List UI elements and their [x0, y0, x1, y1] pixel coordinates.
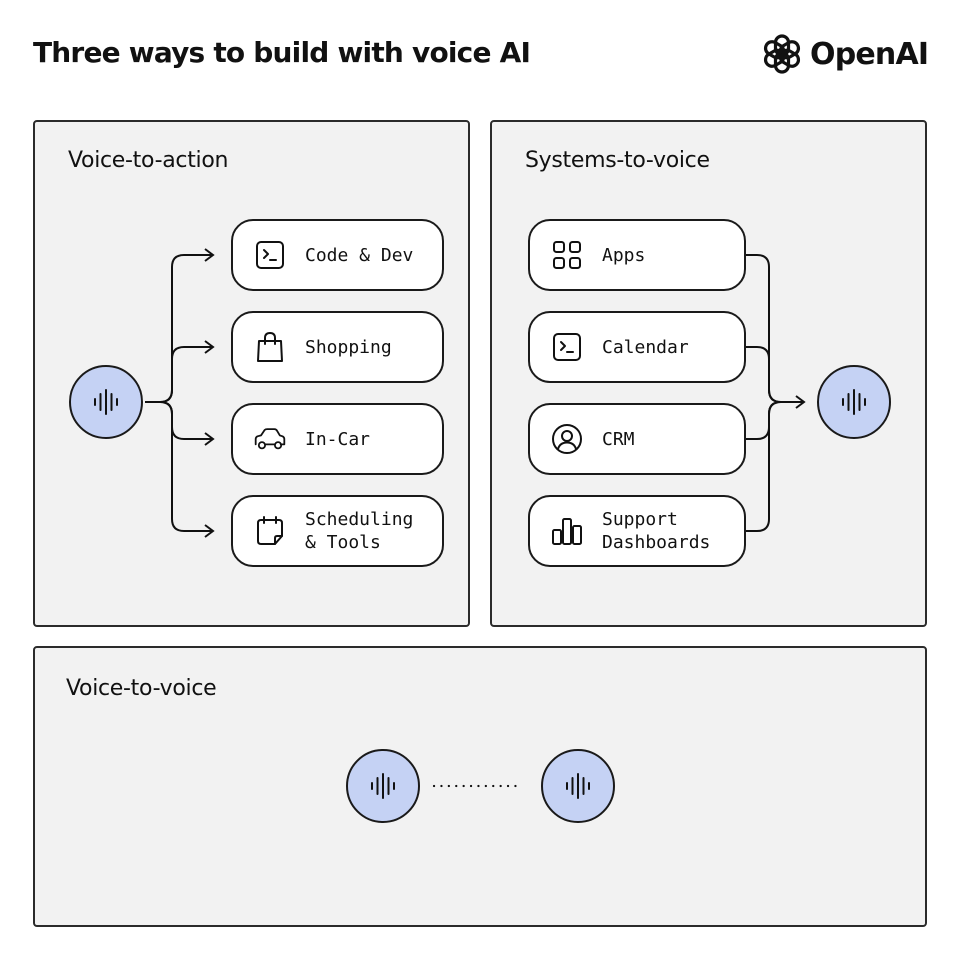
- voice-target-circle: [817, 365, 891, 439]
- apps-grid-icon: [550, 238, 584, 272]
- openai-logo-icon: [763, 34, 801, 74]
- card-in-car: In-Car: [231, 403, 444, 475]
- terminal-icon: [550, 330, 584, 364]
- card-label: Calendar: [602, 336, 689, 358]
- card-label: Support Dashboards: [602, 509, 711, 553]
- card-label: Shopping: [305, 336, 392, 358]
- bar-chart-icon: [550, 514, 584, 548]
- voice-left-circle: [346, 749, 420, 823]
- calendar-note-icon: [253, 514, 287, 548]
- card-apps: Apps: [528, 219, 746, 291]
- systems-to-voice-title: Systems-to-voice: [525, 148, 710, 173]
- card-crm: CRM: [528, 403, 746, 475]
- card-support-dashboards: Support Dashboards: [528, 495, 746, 567]
- user-circle-icon: [550, 422, 584, 456]
- card-label: In-Car: [305, 428, 371, 450]
- voice-wave-icon: [566, 773, 590, 799]
- voice-wave-icon: [842, 389, 866, 415]
- voice-to-action-title: Voice-to-action: [68, 148, 229, 173]
- card-label: CRM: [602, 428, 635, 450]
- card-label: Code & Dev: [305, 244, 414, 266]
- card-calendar: Calendar: [528, 311, 746, 383]
- card-label: Scheduling & Tools: [305, 509, 414, 553]
- voice-wave-icon: [371, 773, 395, 799]
- terminal-icon: [253, 238, 287, 272]
- card-shopping: Shopping: [231, 311, 444, 383]
- shopping-bag-icon: [253, 330, 287, 364]
- voice-right-circle: [541, 749, 615, 823]
- car-icon: [253, 422, 287, 456]
- dotted-connector: [432, 784, 524, 788]
- card-label: Apps: [602, 244, 646, 266]
- brand-logo: OpenAI: [760, 30, 929, 78]
- voice-to-voice-panel: [33, 646, 927, 927]
- page-title: Three ways to build with voice AI: [33, 36, 531, 69]
- voice-wave-icon: [94, 389, 118, 415]
- voice-source-circle: [69, 365, 143, 439]
- card-scheduling-tools: Scheduling & Tools: [231, 495, 444, 567]
- brand-wordmark: OpenAI: [810, 36, 929, 72]
- voice-to-voice-title: Voice-to-voice: [66, 676, 217, 701]
- card-code-dev: Code & Dev: [231, 219, 444, 291]
